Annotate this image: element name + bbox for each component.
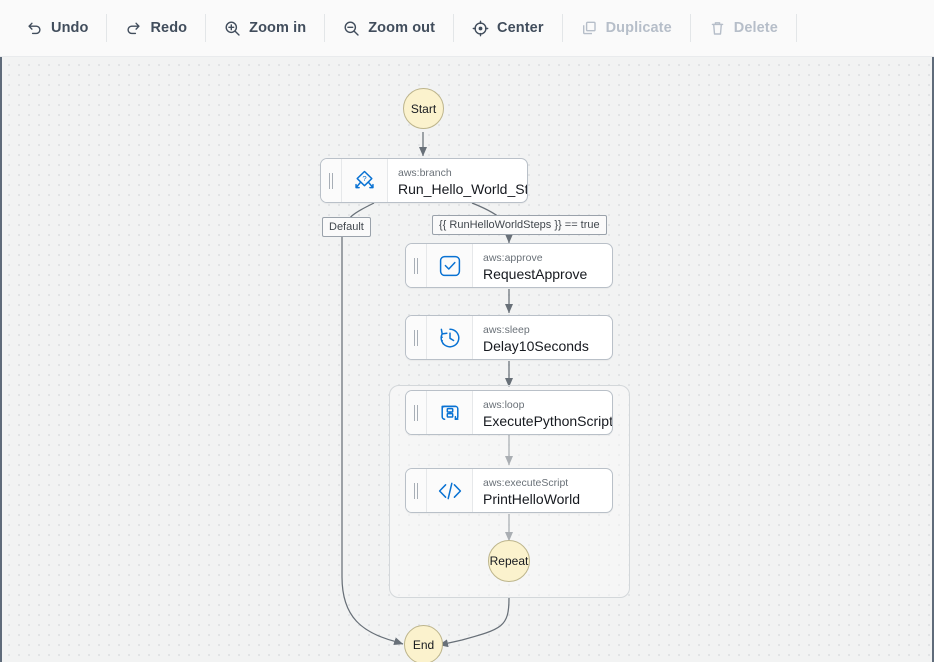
toolbar-divider bbox=[205, 14, 207, 42]
delete-button: Delete bbox=[691, 0, 796, 56]
trash-icon bbox=[709, 20, 726, 37]
loop-icon bbox=[427, 391, 473, 434]
step-node-loop[interactable]: aws:loop ExecutePythonScript3Times bbox=[405, 390, 613, 435]
toolbar-divider bbox=[106, 14, 108, 42]
start-node[interactable]: Start bbox=[403, 88, 444, 129]
edge-loop-to-end bbox=[438, 597, 510, 648]
node-type-label: aws:loop bbox=[483, 399, 525, 411]
node-type-label: aws:branch bbox=[398, 167, 452, 179]
code-icon bbox=[427, 469, 473, 512]
drag-handle[interactable] bbox=[406, 244, 427, 287]
node-type-label: aws:sleep bbox=[483, 324, 530, 336]
end-node[interactable]: End bbox=[404, 625, 443, 662]
zoom-in-button[interactable]: Zoom in bbox=[206, 0, 324, 56]
repeat-node[interactable]: Repeat bbox=[488, 540, 530, 582]
center-icon bbox=[472, 20, 489, 37]
redo-label: Redo bbox=[150, 20, 188, 36]
undo-label: Undo bbox=[51, 20, 89, 36]
drag-handle[interactable] bbox=[321, 159, 342, 202]
svg-text:?: ? bbox=[362, 174, 366, 183]
zoom-out-button[interactable]: Zoom out bbox=[325, 0, 453, 56]
step-node-branch[interactable]: ? aws:branch Run_Hello_World_Steps bbox=[320, 158, 528, 203]
duplicate-button: Duplicate bbox=[563, 0, 690, 56]
step-node-approve[interactable]: aws:approve RequestApprove bbox=[405, 243, 613, 288]
node-type-label: aws:executeScript bbox=[483, 477, 569, 489]
workflow-canvas[interactable]: Start ? aws:branch Run_Hello_World_Steps… bbox=[0, 57, 934, 662]
delete-label: Delete bbox=[733, 20, 778, 36]
end-node-label: End bbox=[412, 637, 435, 652]
center-label: Center bbox=[497, 20, 544, 36]
start-node-label: Start bbox=[410, 101, 437, 116]
duplicate-icon bbox=[581, 20, 598, 37]
edge-label-condition: {{ RunHelloWorldSteps }} == true bbox=[432, 215, 607, 235]
zoom-in-label: Zoom in bbox=[249, 20, 307, 36]
editor-toolbar: Undo Redo Zoom in bbox=[0, 0, 934, 57]
step-node-sleep[interactable]: aws:sleep Delay10Seconds bbox=[405, 315, 613, 360]
undo-button[interactable]: Undo bbox=[0, 0, 106, 56]
undo-icon bbox=[26, 20, 43, 37]
redo-button[interactable]: Redo bbox=[107, 0, 205, 56]
toolbar-divider bbox=[561, 14, 563, 42]
duplicate-label: Duplicate bbox=[605, 20, 672, 36]
node-name-label: Run_Hello_World_Steps bbox=[398, 181, 528, 197]
toolbar-divider bbox=[795, 14, 797, 42]
toolbar-divider bbox=[324, 14, 326, 42]
node-name-label: PrintHelloWorld bbox=[483, 491, 580, 507]
node-name-label: ExecutePythonScript3Times bbox=[483, 413, 613, 429]
clock-icon bbox=[427, 316, 473, 359]
drag-handle[interactable] bbox=[406, 316, 427, 359]
branch-icon: ? bbox=[342, 159, 388, 202]
drag-handle[interactable] bbox=[406, 469, 427, 512]
zoom-in-icon bbox=[224, 20, 241, 37]
redo-icon bbox=[125, 20, 142, 37]
repeat-node-label: Repeat bbox=[489, 554, 529, 568]
step-node-execute-script[interactable]: aws:executeScript PrintHelloWorld bbox=[405, 468, 613, 513]
center-button[interactable]: Center bbox=[454, 0, 562, 56]
drag-handle[interactable] bbox=[406, 391, 427, 434]
toolbar-divider bbox=[689, 14, 691, 42]
node-name-label: RequestApprove bbox=[483, 266, 588, 282]
toolbar-divider bbox=[453, 14, 455, 42]
zoom-out-icon bbox=[343, 20, 360, 37]
zoom-out-label: Zoom out bbox=[368, 20, 436, 36]
node-name-label: Delay10Seconds bbox=[483, 338, 589, 354]
edge-label-default: Default bbox=[322, 217, 371, 237]
node-type-label: aws:approve bbox=[483, 252, 543, 264]
approve-check-icon bbox=[427, 244, 473, 287]
